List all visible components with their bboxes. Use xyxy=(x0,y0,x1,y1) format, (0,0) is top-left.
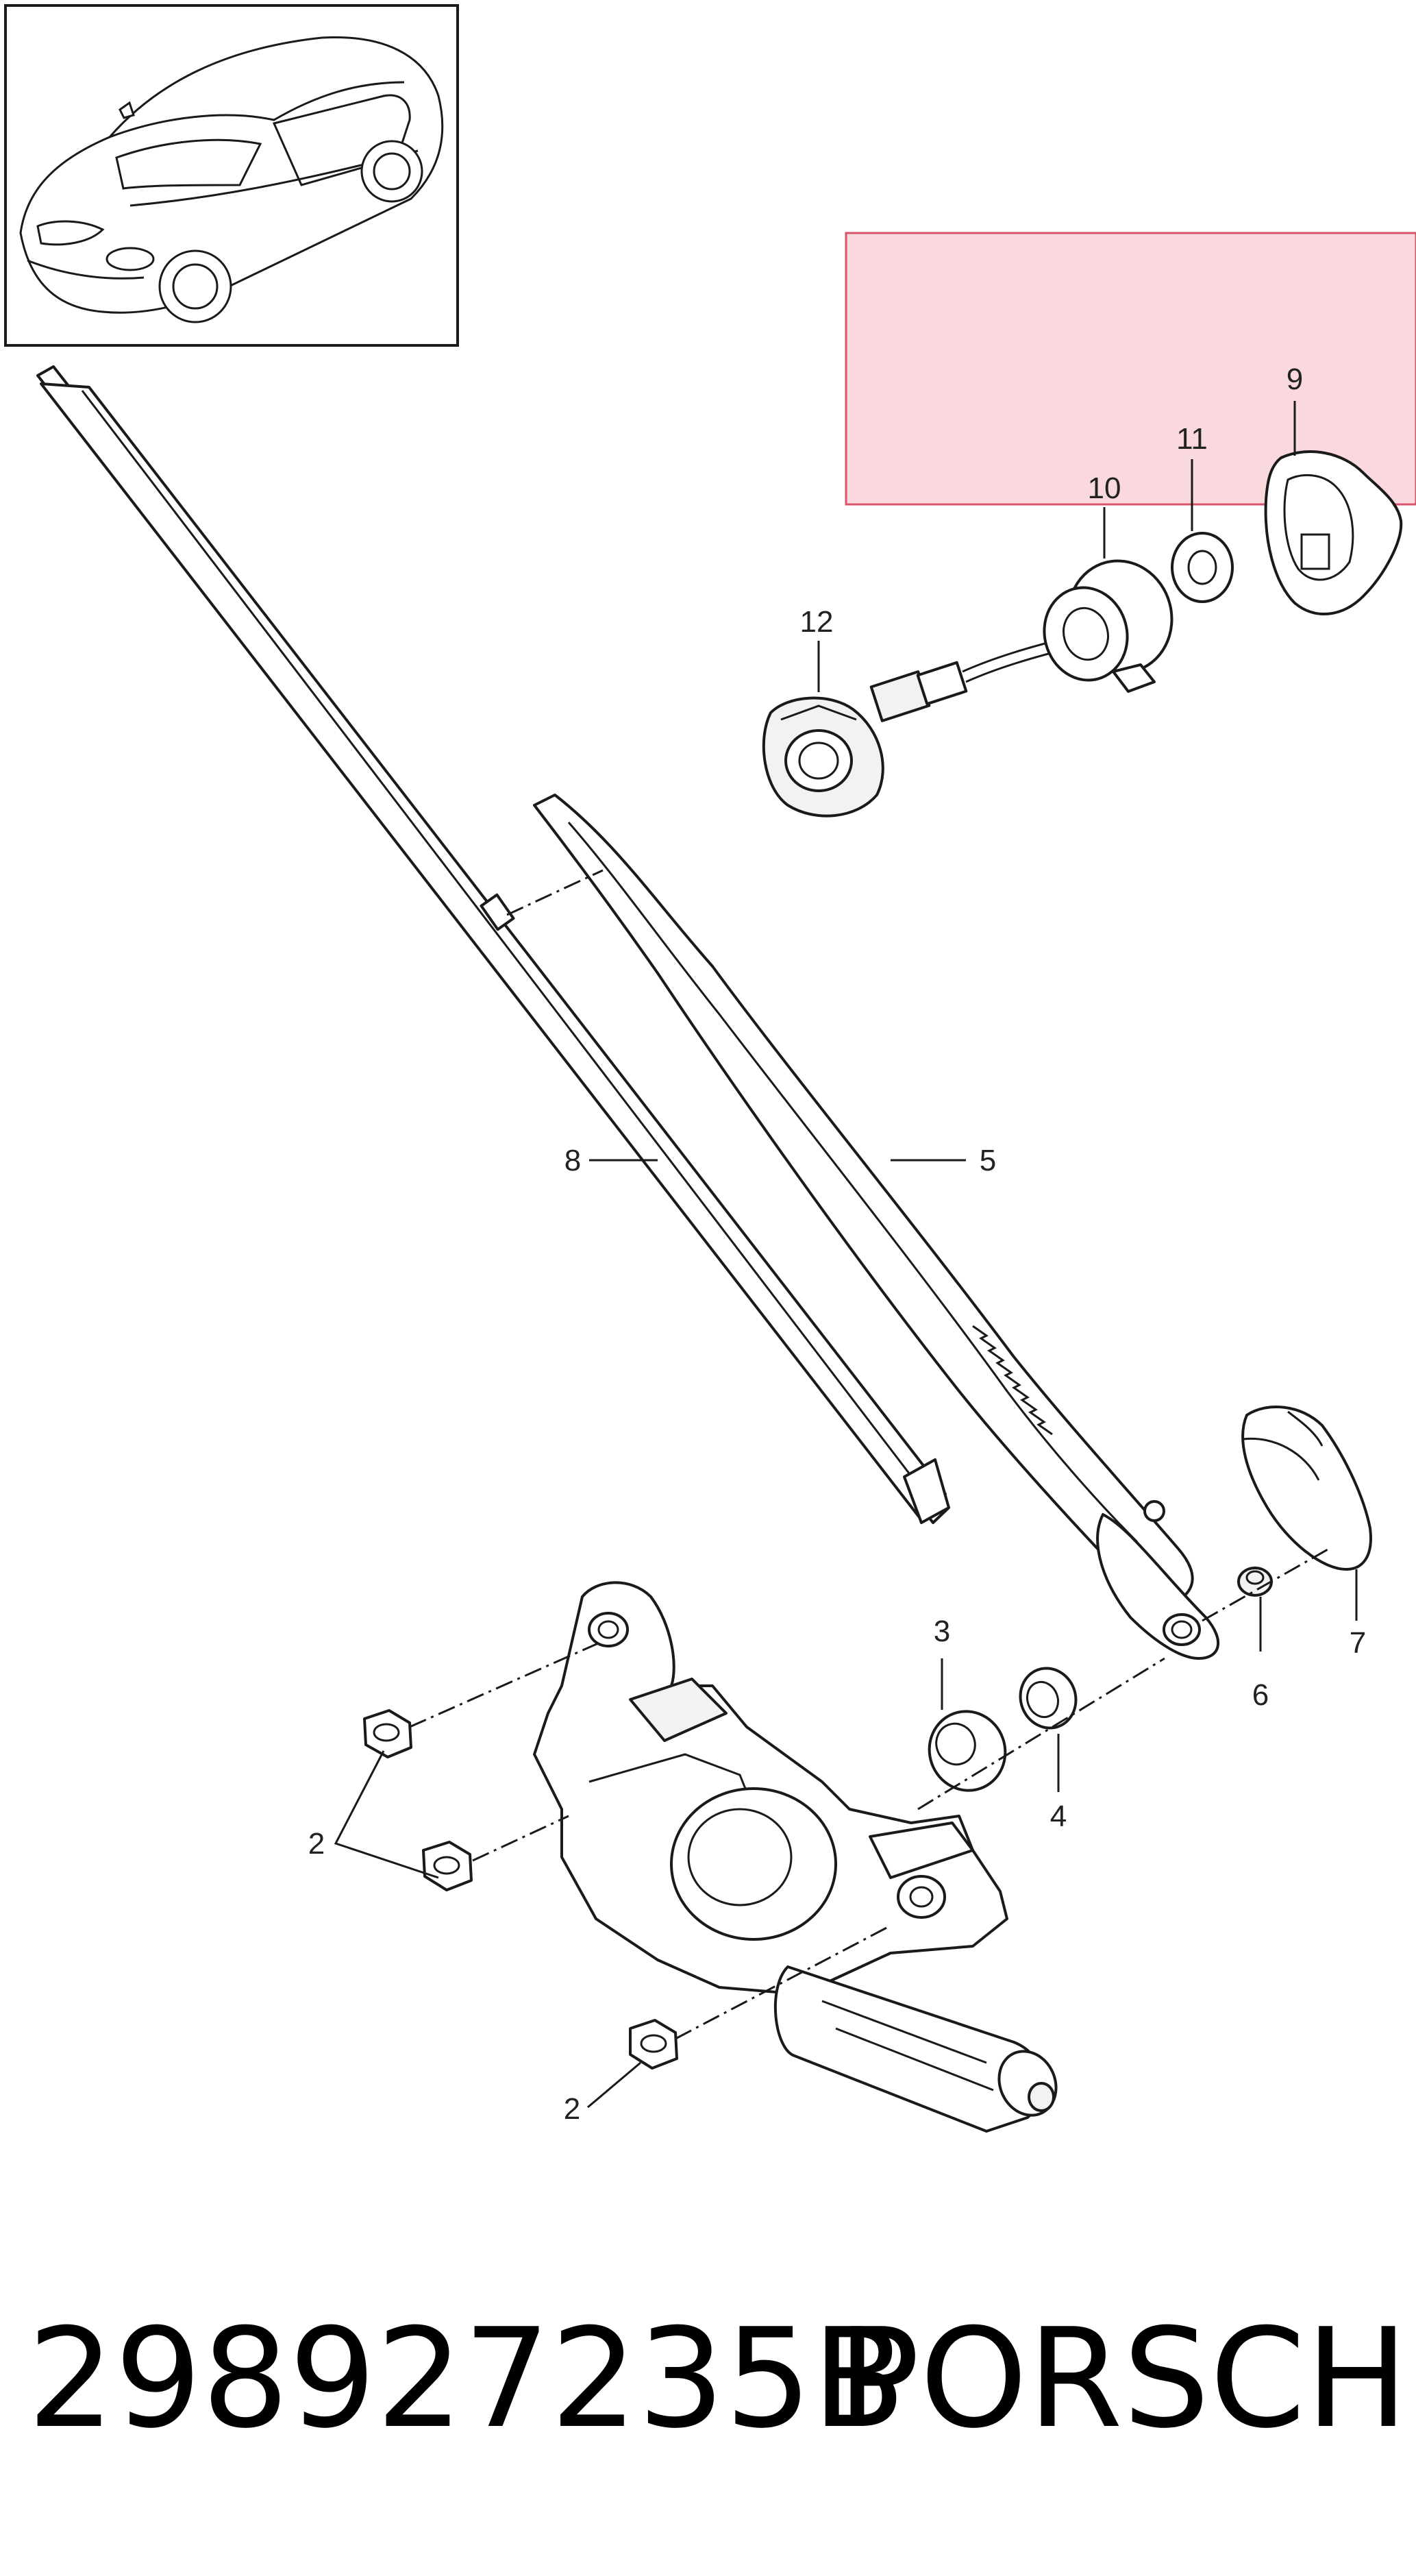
arm-cover-part-7 xyxy=(1241,1406,1372,1571)
nut-part-2b xyxy=(422,1841,473,1891)
callout-label-12: 12 xyxy=(800,605,834,639)
callout-label-11: 11 xyxy=(1176,422,1208,456)
callout-label-5: 5 xyxy=(980,1144,996,1177)
seal-part-4 xyxy=(1019,1667,1078,1730)
callout-label-2b: 2 xyxy=(564,2092,580,2126)
callout-label-8: 8 xyxy=(564,1144,581,1177)
callout-label-2a: 2 xyxy=(308,1827,325,1861)
callout-leaders xyxy=(334,401,1358,2109)
wiper-arm-part-5 xyxy=(533,794,1219,1660)
bushing-part-3 xyxy=(928,1710,1007,1792)
callout-label-10: 10 xyxy=(1088,471,1121,505)
nut-part-2a xyxy=(363,1709,412,1758)
callout-label-3: 3 xyxy=(934,1615,950,1648)
grommet-part-10 xyxy=(1043,559,1173,693)
nut-part-6 xyxy=(1237,1567,1273,1597)
callout-label-9: 9 xyxy=(1287,363,1303,396)
part-number: 298927235B xyxy=(27,2299,906,2459)
callout-label-6: 6 xyxy=(1252,1678,1269,1712)
nut-part-2c xyxy=(629,2019,678,2070)
wiper-motor-assembly xyxy=(533,1581,1058,2133)
cap-housing-part-9 xyxy=(1264,450,1403,615)
wiper-blade-part-8 xyxy=(36,365,950,1524)
washer-part-11 xyxy=(1171,532,1234,603)
callout-label-4: 4 xyxy=(1050,1800,1067,1833)
brand-name: PORSCHE xyxy=(837,2299,1416,2459)
wiring-connector xyxy=(869,636,1073,722)
vehicle-thumbnail xyxy=(4,4,459,347)
callout-label-7: 7 xyxy=(1350,1626,1366,1660)
nut-cover-part-12 xyxy=(762,696,884,818)
